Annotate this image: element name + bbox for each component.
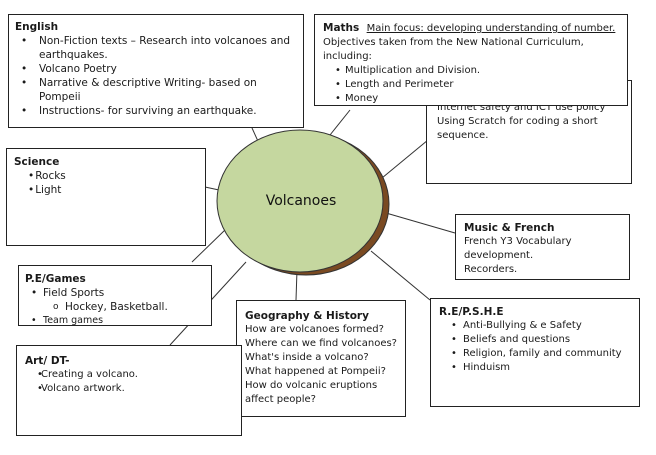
geo-title: Geography & History [245, 310, 369, 322]
geo-line: What happened at Pompeii? [245, 366, 386, 377]
english-item: Instructions- for surviving an earthquak… [15, 104, 297, 118]
connector-science [204, 186, 220, 191]
pe-partial-item: Team games [25, 314, 205, 325]
maths-title: Maths [323, 22, 360, 34]
maths-list: Multiplication and Division. Length and … [323, 64, 619, 105]
re-box: R.E/P.S.H.E Anti-Bullying & e Safety Bel… [430, 298, 640, 407]
computing-text: Using Scratch for coding a short sequenc… [437, 116, 598, 141]
art-box: Art/ DT- Creating a volcano. Volcano art… [16, 345, 242, 436]
computing-partial-text: Internet safety and ICT use policy [437, 102, 606, 113]
geo-line: How are volcanoes formed? [245, 324, 384, 335]
maths-item: Length and Perimeter [323, 78, 619, 92]
science-item: Rocks [28, 169, 198, 183]
connector-pe [191, 228, 227, 263]
music-box: Music & French French Y3 Vocabulary deve… [455, 214, 630, 280]
music-line: French Y3 Vocabulary development. [464, 236, 572, 261]
english-item: Non-Fiction texts – Research into volcan… [15, 34, 297, 62]
english-item: Narrative & descriptive Writing- based o… [15, 76, 297, 104]
re-title: R.E/P.S.H.E [439, 306, 504, 318]
music-title: Music & French [464, 222, 555, 234]
english-title: English [15, 21, 59, 33]
art-list: Creating a volcano. Volcano artwork. [25, 368, 233, 396]
art-title: Art/ DT- [25, 355, 70, 367]
re-item: Religion, family and community [439, 347, 631, 361]
re-item: Hinduism [439, 361, 631, 375]
english-box: English Non-Fiction texts – Research int… [8, 14, 304, 128]
connector-computing [381, 139, 429, 179]
geo-line: Where can we find volcanoes? [245, 338, 397, 349]
art-item: Creating a volcano. [25, 368, 233, 382]
pe-list: Field Sports Hockey, Basketball. Team ga… [25, 286, 205, 325]
re-item: Beliefs and questions [439, 333, 631, 347]
geo-line: What's inside a volcano? [245, 352, 369, 363]
science-item: Light [28, 183, 198, 197]
re-list: Anti-Bullying & e Safety Beliefs and que… [439, 319, 631, 375]
pe-title: P.E/Games [25, 273, 86, 285]
maths-item: Money [323, 92, 619, 105]
science-box: Science Rocks Light [6, 148, 206, 246]
geo-box: Geography & History How are volcanoes fo… [236, 300, 406, 417]
pe-box: P.E/Games Field Sports Hockey, Basketbal… [18, 265, 212, 326]
connector-maths [329, 109, 351, 136]
pe-item: Field Sports [25, 286, 205, 300]
geo-line: How do volcanic eruptions affect people? [245, 380, 378, 405]
maths-intro: Objectives taken from the New National C… [323, 37, 584, 62]
english-item: Volcano Poetry [15, 62, 297, 76]
science-list: Rocks Light [14, 169, 198, 197]
art-item: Volcano artwork. [25, 382, 233, 396]
maths-item: Multiplication and Division. [323, 64, 619, 78]
english-list: Non-Fiction texts – Research into volcan… [15, 34, 297, 118]
maths-box: Maths Main focus: developing understandi… [314, 14, 628, 106]
pe-subitem: Hockey, Basketball. [25, 300, 205, 314]
connector-music [385, 212, 456, 234]
central-circle [216, 129, 384, 273]
connector-re [370, 250, 431, 301]
center-label: Volcanoes [265, 193, 337, 209]
re-item: Anti-Bullying & e Safety [439, 319, 631, 333]
maths-heading: Maths Main focus: developing understandi… [323, 21, 619, 36]
music-line: Recorders. [464, 264, 518, 275]
science-title: Science [14, 156, 60, 168]
maths-focus: Main focus: developing understanding of … [366, 23, 616, 34]
